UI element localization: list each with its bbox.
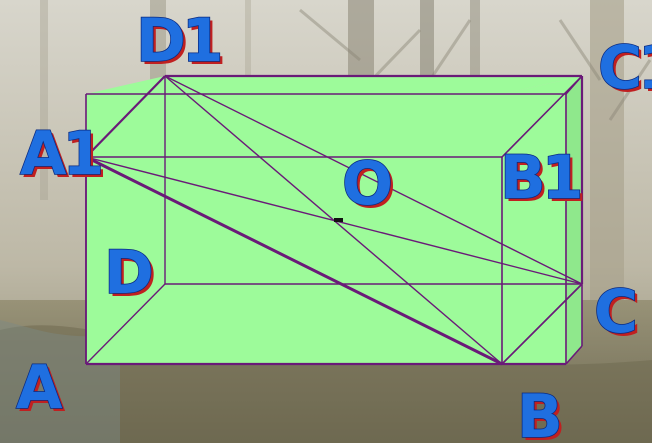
label-o: O [342, 149, 390, 219]
front-face [86, 94, 502, 364]
vertex-labels: D1 D1 C1 C1 A1 A1 O O B1 B1 D D C C A A … [15, 5, 652, 443]
right-face [502, 76, 582, 364]
edge-b1-c1 [501, 75, 583, 158]
outline-corner-bottom-right [565, 345, 583, 365]
label-c: C [594, 277, 635, 347]
edge-a-d [85, 283, 166, 365]
label-o-shadow: O [345, 152, 393, 222]
right-side-strip [566, 76, 582, 364]
label-b1-shadow: B1 [503, 146, 583, 216]
label-a1-shadow: A1 [23, 122, 103, 192]
label-d-shadow: D [107, 241, 154, 311]
label-b: B [517, 382, 559, 443]
label-b1: B1 [500, 143, 580, 213]
label-c1-shadow: C1 [601, 36, 652, 106]
edge-a1-d1 [85, 75, 166, 158]
diagonal-b-c-top [501, 283, 583, 365]
diagonal-a1-b [85, 155, 503, 366]
label-a1: A1 [20, 119, 100, 189]
label-c1: C1 [598, 33, 652, 103]
diagonals [85, 75, 583, 366]
top-face [86, 76, 582, 94]
label-d1-shadow: D1 [139, 9, 223, 79]
label-c-shadow: C [597, 280, 638, 350]
diagonal-d1-b [164, 75, 503, 365]
label-a: A [16, 353, 63, 423]
label-d1: D1 [136, 6, 220, 76]
center-point-o [334, 218, 343, 222]
diagonal-d1-c [164, 75, 583, 285]
box-faces [86, 76, 582, 364]
label-d: D [104, 238, 151, 308]
label-b-shadow: B [520, 385, 562, 443]
